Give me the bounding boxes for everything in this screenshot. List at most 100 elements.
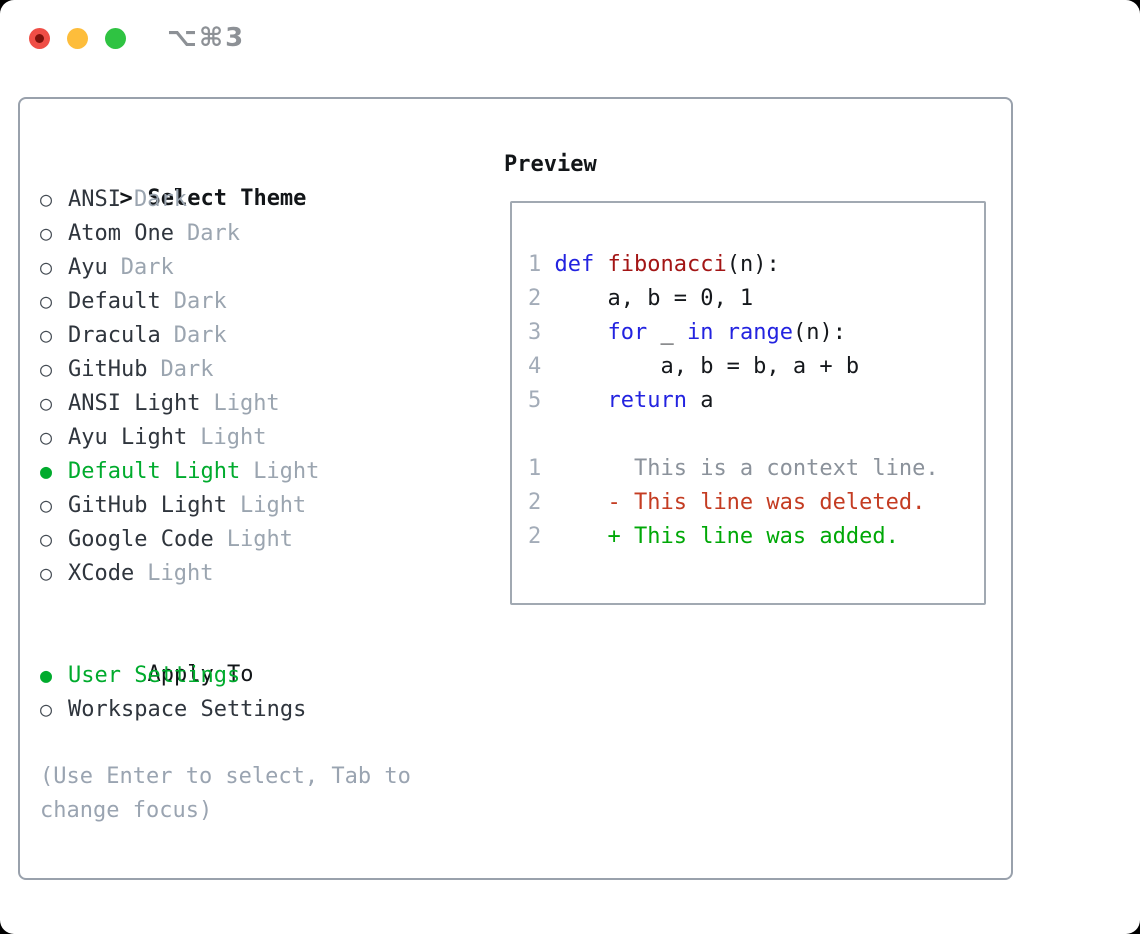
theme-name: ANSI (68, 187, 121, 212)
code-line: 2 - This line was deleted. (528, 486, 976, 520)
code-line (528, 418, 976, 452)
radio-selected-icon: ● (40, 663, 53, 687)
line-number: 4 (528, 354, 542, 379)
window-shortcut-label: ⌥⌘3 (167, 23, 246, 53)
code-line: 2 + This line was added. (528, 520, 976, 554)
theme-name: Ayu (68, 255, 108, 280)
help-text: (Use Enter to select, Tab to change focu… (40, 764, 411, 823)
prompt-icon: > (119, 186, 133, 211)
theme-variant: Dark (173, 323, 227, 348)
code-token-fn: fibonacci (607, 252, 727, 277)
code-token-pl: a, b = 0, 1 (554, 286, 754, 311)
preview-header: Preview (504, 152, 597, 177)
theme-variant: Dark (173, 289, 227, 314)
code-token-ctx: This is a context line. (554, 456, 939, 481)
apply-option-label: User Settings (68, 663, 241, 688)
theme-name: Atom One (68, 221, 174, 246)
code-line: 1 This is a context line. (528, 452, 976, 486)
code-token-pl (555, 388, 608, 413)
line-number: 2 (528, 524, 542, 549)
radio-unselected-icon: ○ (40, 425, 53, 449)
code-line: 5 return a (528, 384, 976, 418)
code-line: 2 a, b = 0, 1 (528, 282, 976, 316)
radio-unselected-icon: ○ (40, 391, 53, 415)
radio-unselected-icon: ○ (40, 187, 53, 211)
apply-option-label: Workspace Settings (68, 697, 307, 722)
line-number: 2 (528, 286, 542, 311)
theme-variant: Light (147, 561, 214, 586)
theme-option-dracula[interactable]: ○ Dracula Dark (40, 318, 492, 352)
radio-unselected-icon: ○ (40, 493, 53, 517)
minimize-button[interactable] (67, 27, 88, 49)
theme-option-default-light[interactable]: ● Default Light Light (40, 454, 492, 488)
apply-option-workspace-settings[interactable]: ○ Workspace Settings (40, 692, 492, 726)
theme-option-default[interactable]: ○ Default Dark (40, 284, 492, 318)
code-token-pl (713, 320, 726, 345)
apply-option-user-settings[interactable]: ● User Settings (40, 658, 492, 692)
theme-name: Default Light (68, 459, 241, 484)
code-token-pl: _ (647, 320, 687, 345)
code-token-pl: a (686, 388, 714, 413)
theme-variant: Light (213, 391, 280, 416)
line-number: 3 (528, 320, 542, 345)
code-token-pl (594, 252, 607, 277)
radio-unselected-icon: ○ (40, 357, 53, 381)
theme-option-github-light[interactable]: ○ GitHub Light Light (40, 488, 492, 522)
theme-name: GitHub Light (68, 493, 227, 518)
list-gap (40, 590, 492, 624)
apply-to-header-label: Apply To (147, 662, 254, 687)
line-number: 1 (528, 456, 542, 481)
code-token-add: + This line was added. (554, 524, 899, 549)
theme-name: XCode (68, 561, 135, 586)
radio-unselected-icon: ○ (40, 697, 53, 721)
radio-unselected-icon: ○ (40, 561, 53, 585)
theme-option-atom-one[interactable]: ○ Atom One Dark (40, 216, 492, 250)
apply-to-list: ● User Settings ○ Workspace Settings (40, 658, 492, 726)
theme-variant: Dark (120, 255, 174, 280)
code-token-pl (555, 320, 608, 345)
select-theme-header: > Select Theme (40, 148, 492, 211)
radio-unselected-icon: ○ (40, 255, 53, 279)
code-token-kw: range (726, 320, 793, 345)
theme-variant: Light (226, 527, 293, 552)
radio-selected-icon: ● (40, 459, 53, 483)
theme-variant: Light (239, 493, 307, 518)
close-button[interactable] (29, 27, 50, 49)
preview-section: Preview 1 def fibonacci(n):2 a, b = 0, 1… (504, 148, 1011, 605)
code-token-kw: in (686, 320, 714, 345)
theme-variant: Dark (186, 221, 240, 246)
theme-variant: Light (253, 459, 320, 484)
select-theme-header-label: Select Theme (147, 186, 307, 211)
radio-unselected-icon: ○ (40, 221, 53, 245)
radio-unselected-icon: ○ (40, 323, 53, 347)
theme-name: Dracula (68, 323, 161, 348)
theme-option-ayu-light[interactable]: ○ Ayu Light Light (40, 420, 492, 454)
theme-option-ayu[interactable]: ○ Ayu Dark (40, 250, 492, 284)
apply-to-header: Apply To (40, 624, 492, 687)
code-line: 1 def fibonacci(n): (528, 248, 976, 282)
theme-name: Default (68, 289, 161, 314)
theme-name: Ayu Light (68, 425, 188, 450)
code-token-kw: def (554, 252, 595, 277)
code-token-pl: (n): (726, 252, 780, 277)
theme-variant: Light (200, 425, 267, 450)
code-token-pl: (n): (792, 320, 846, 345)
radio-unselected-icon: ○ (40, 289, 53, 313)
theme-option-xcode[interactable]: ○ XCode Light (40, 556, 492, 590)
line-number: 5 (528, 388, 542, 413)
zoom-button[interactable] (105, 27, 126, 49)
code-token-kw: return (607, 388, 687, 413)
code-line: 3 for _ in range(n): (528, 316, 976, 350)
code-token-pl: a, b = b, a + b (554, 354, 860, 379)
radio-unselected-icon: ○ (40, 527, 53, 551)
code-line: 4 a, b = b, a + b (528, 350, 976, 384)
